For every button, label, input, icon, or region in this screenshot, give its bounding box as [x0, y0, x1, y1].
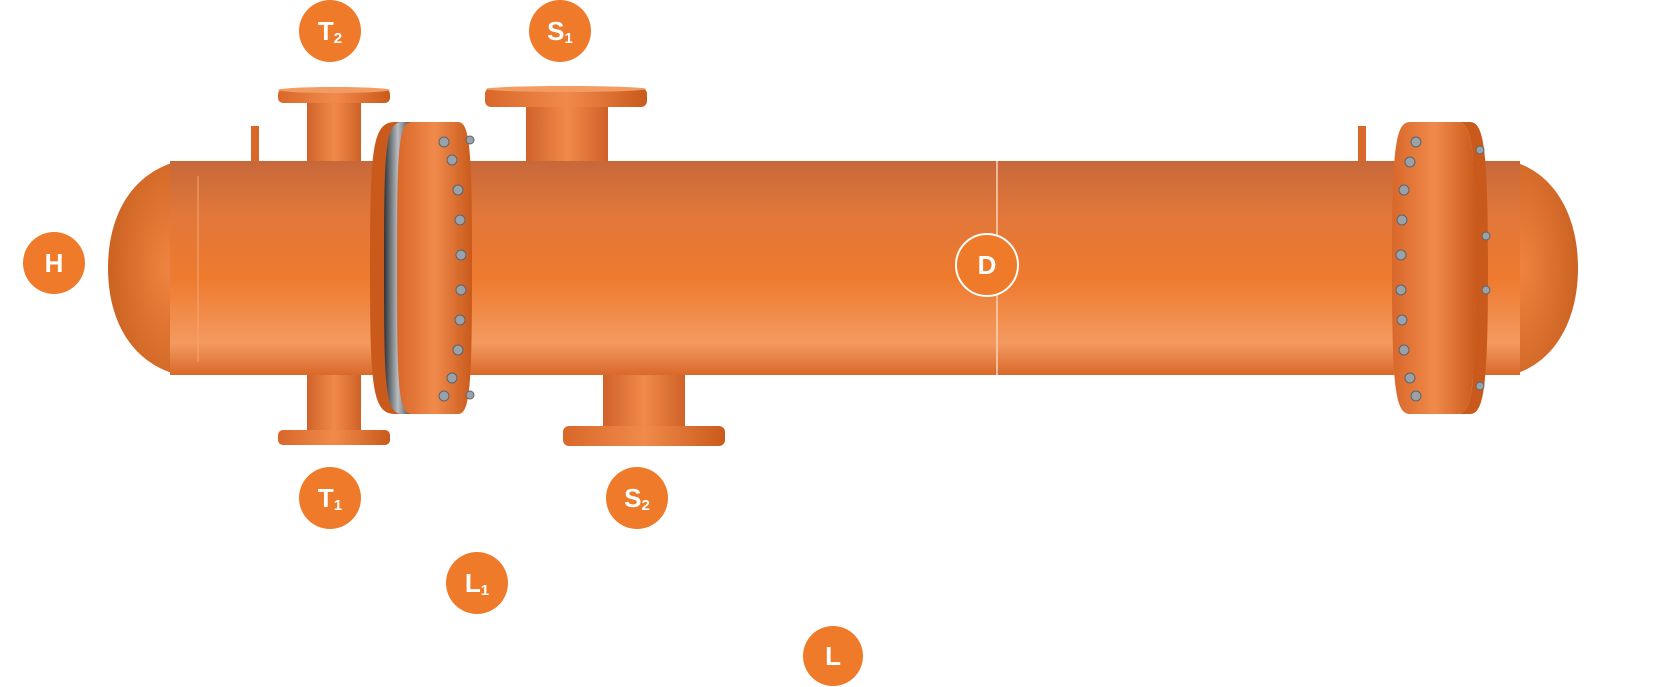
badge-t2[interactable]: T2: [299, 0, 361, 62]
badge-h[interactable]: H: [23, 232, 85, 294]
vent-pipe-right: [1358, 126, 1366, 162]
badge-l[interactable]: L: [803, 626, 863, 686]
nozzle-s2: [563, 370, 725, 446]
badge-s2[interactable]: S2: [606, 467, 668, 529]
svg-text:T2: T2: [318, 16, 342, 47]
svg-text:D: D: [978, 250, 997, 280]
svg-text:T1: T1: [318, 483, 342, 514]
badge-l1[interactable]: L1: [446, 552, 508, 614]
badge-s1[interactable]: S1: [529, 0, 591, 62]
flange-left: [370, 122, 475, 414]
badge-d[interactable]: D: [955, 233, 1019, 297]
badge-t1[interactable]: T1: [299, 467, 361, 529]
nozzle-t2: [278, 87, 390, 162]
svg-text:S2: S2: [624, 483, 650, 514]
heat-exchanger: [108, 86, 1578, 446]
svg-text:H: H: [45, 248, 64, 278]
svg-text:S1: S1: [547, 16, 573, 47]
svg-text:L: L: [825, 641, 841, 671]
shell-body: [430, 161, 1430, 375]
nozzle-s1: [485, 86, 647, 164]
nozzle-t1: [278, 372, 390, 445]
svg-text:L1: L1: [465, 568, 489, 599]
vent-pipe-left: [251, 126, 259, 162]
channel-body: [170, 161, 400, 375]
flange-right: [1392, 122, 1491, 414]
